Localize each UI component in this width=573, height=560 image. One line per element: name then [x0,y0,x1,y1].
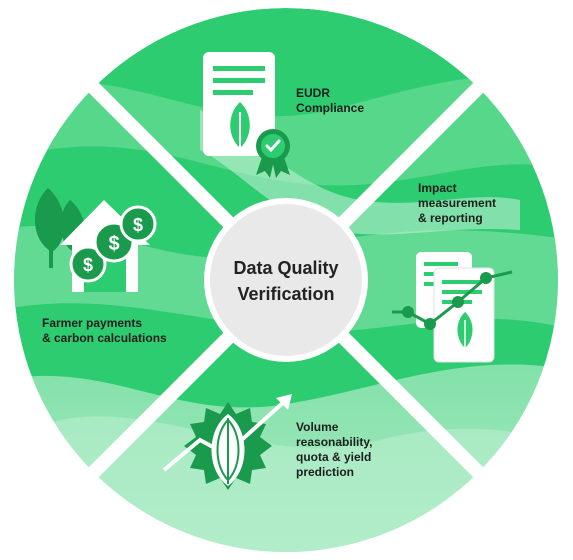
document-leaf-badge-icon [203,52,290,178]
svg-text:$: $ [83,255,93,275]
volume-label-line3: quota & yield [296,450,371,464]
impact-label-line1: Impact [418,181,457,195]
farmer-label-line2: & carbon calculations [42,331,167,345]
svg-text:$: $ [108,233,119,255]
center-title-line2: Verification [237,284,334,304]
volume-label-line2: reasonability, [296,435,372,449]
segment-impact: Impact measurement & reporting [392,181,513,363]
farmer-label-line1: Farmer payments [42,316,142,330]
center-title-line1: Data Quality [233,258,338,278]
segment-eudr: EUDR Compliance [203,52,364,178]
segment-volume: Volume reasonability, quota & yield pred… [162,394,372,490]
segment-farmer: $ $ $ Farmer payments & carbon calculati… [34,188,167,345]
volume-label-line1: Volume [296,420,339,434]
center-hub: Data Quality Verification [204,198,368,362]
house-dollar-coins-icon: $ $ $ [34,188,157,292]
svg-text:$: $ [133,215,143,235]
impact-label-line2: measurement [418,196,496,210]
reports-trend-icon [392,252,513,363]
eudr-label-line1: EUDR [296,86,330,100]
cocoa-pod-growth-icon [162,394,292,490]
volume-label-line4: prediction [296,465,354,479]
impact-label-line3: & reporting [418,211,483,225]
eudr-label-line2: Compliance [296,101,364,115]
